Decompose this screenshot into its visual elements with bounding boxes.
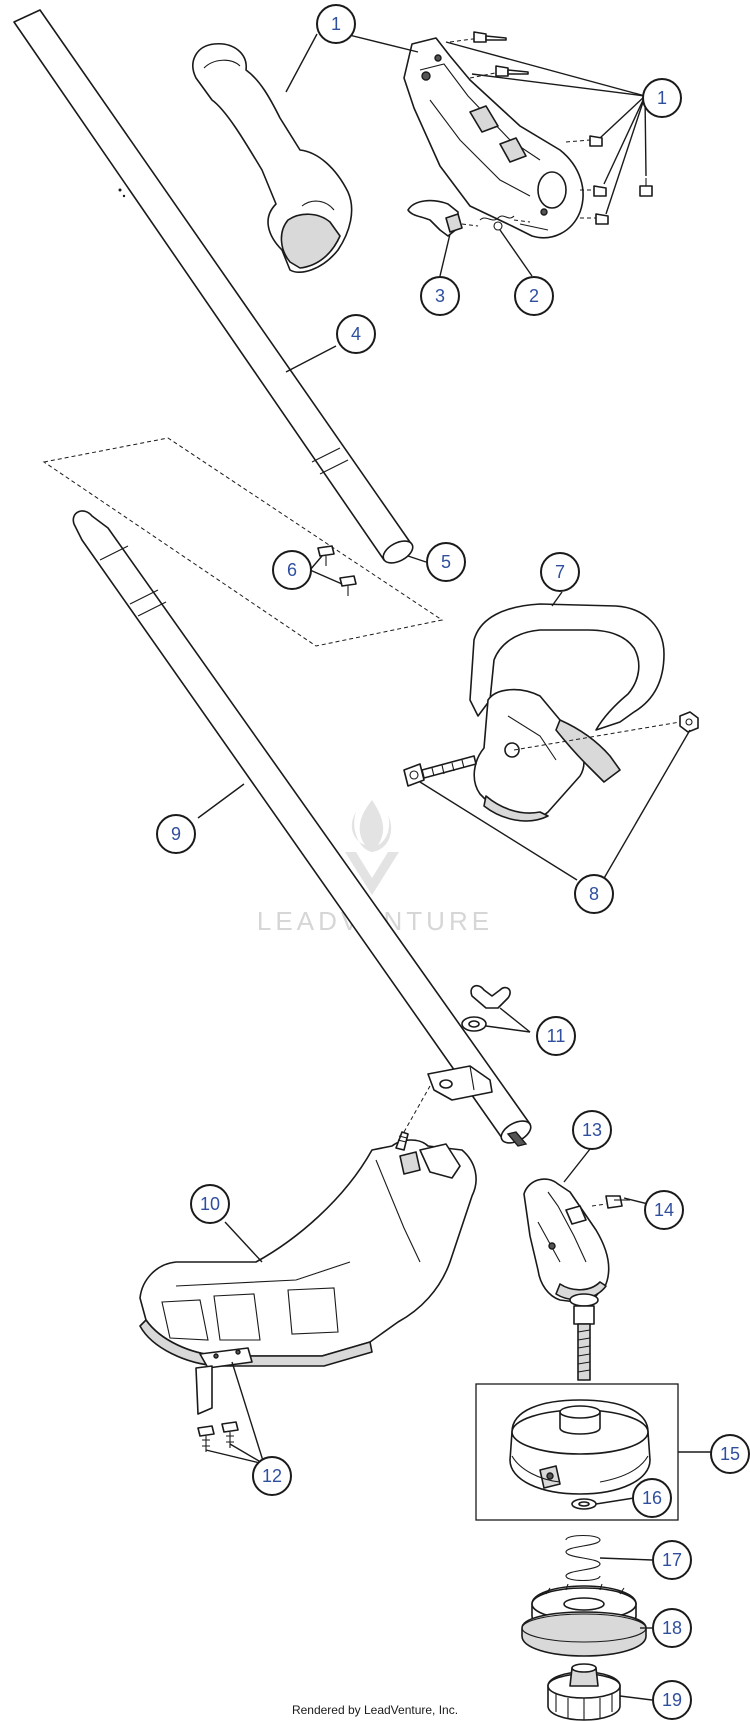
svg-text:15: 15 (720, 1444, 740, 1464)
spool-spring (565, 1534, 601, 1582)
svg-text:17: 17 (662, 1550, 682, 1570)
flame-v-logo-icon (345, 800, 399, 895)
eyelet-washer (571, 1498, 597, 1510)
debris-guard (139, 1085, 477, 1367)
svg-text:1: 1 (657, 88, 667, 108)
trigger-spring (479, 215, 531, 231)
lower-shaft (72, 510, 532, 1147)
svg-text:16: 16 (642, 1488, 662, 1508)
svg-text:4: 4 (351, 324, 361, 344)
svg-text:14: 14 (654, 1200, 674, 1220)
callout-14: 14 (644, 1190, 684, 1230)
callout-6: 6 (272, 550, 312, 590)
svg-text:9: 9 (171, 824, 181, 844)
svg-text:5: 5 (441, 552, 451, 572)
shaft-clamp (427, 1065, 493, 1101)
callout-13: 13 (572, 1110, 612, 1150)
svg-text:1: 1 (331, 14, 341, 34)
callout-17: 17 (652, 1540, 692, 1580)
callout-1-screws: 1 (642, 78, 682, 118)
callout-16: 16 (632, 1478, 672, 1518)
callout-9: 9 (156, 814, 196, 854)
svg-text:2: 2 (529, 286, 539, 306)
trimmer-spool (521, 1583, 647, 1657)
washer (461, 1016, 487, 1032)
svg-text:11: 11 (547, 1026, 566, 1046)
guard-screws (197, 1421, 239, 1452)
svg-text:7: 7 (555, 562, 565, 582)
callout-12: 12 (252, 1456, 292, 1496)
svg-text:3: 3 (435, 286, 445, 306)
svg-text:19: 19 (662, 1690, 682, 1710)
callout-4: 4 (336, 314, 376, 354)
callout-15: 15 (710, 1434, 750, 1474)
callout-2: 2 (514, 276, 554, 316)
svg-text:6: 6 (287, 560, 297, 580)
svg-text:18: 18 (662, 1618, 682, 1638)
guard-bracket (195, 1347, 253, 1415)
wing-nut (470, 984, 511, 1009)
callout-3: 3 (420, 276, 460, 316)
handle-bolt (403, 755, 477, 787)
bump-knob (547, 1663, 621, 1721)
gearhead (523, 1178, 610, 1381)
callout-8: 8 (574, 874, 614, 914)
assist-handle (469, 603, 681, 822)
switch-housing (403, 37, 584, 239)
footer-credit: Rendered by LeadVenture, Inc. (292, 1703, 458, 1717)
callout-1-handle: 1 (316, 4, 356, 44)
leader-lines (197, 31, 712, 1701)
coupler-detail-frame (42, 437, 444, 647)
handle-nut (679, 711, 699, 733)
callout-18: 18 (652, 1608, 692, 1648)
coupler-screws (317, 545, 357, 596)
gearhead-screw (591, 1195, 630, 1209)
callout-11: 11 (536, 1016, 576, 1056)
trigger (407, 199, 479, 237)
upper-grip (192, 43, 353, 274)
callout-7: 7 (540, 552, 580, 592)
svg-text:10: 10 (200, 1194, 220, 1214)
svg-text:12: 12 (262, 1466, 282, 1486)
callout-5: 5 (426, 542, 466, 582)
upper-shaft-tube (13, 9, 414, 564)
svg-text:8: 8 (589, 884, 599, 904)
spool-housing (509, 1399, 651, 1495)
svg-text:13: 13 (582, 1120, 602, 1140)
callout-19: 19 (652, 1680, 692, 1720)
callout-10: 10 (190, 1184, 230, 1224)
